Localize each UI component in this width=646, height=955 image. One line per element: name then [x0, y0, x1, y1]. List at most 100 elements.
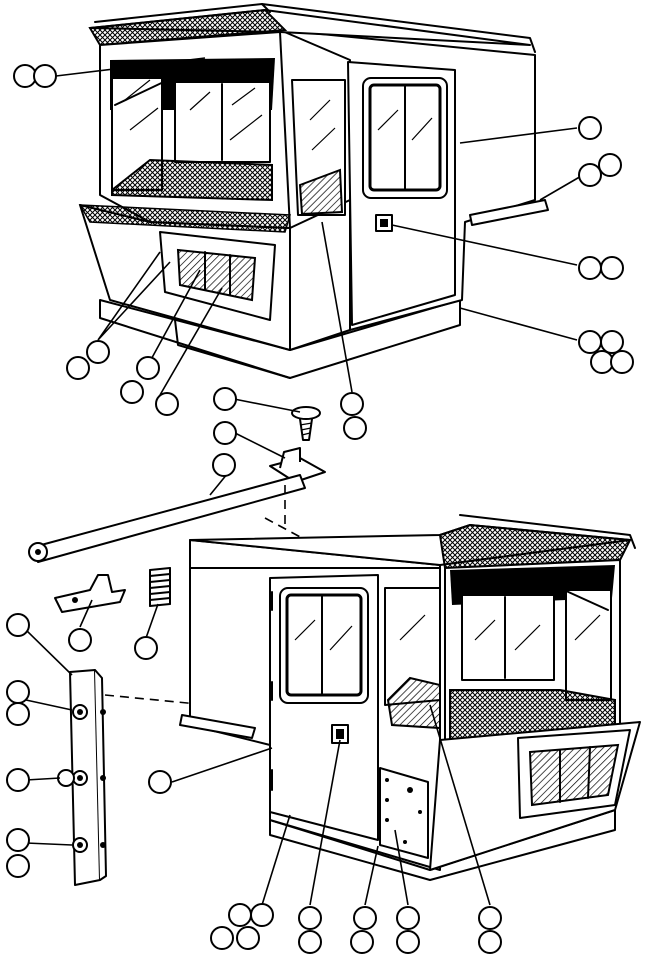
callout-c40	[396, 930, 420, 954]
callout-bubble	[213, 421, 237, 445]
callout-bubble	[578, 330, 602, 354]
support-arm-part	[28, 474, 306, 563]
access-panel	[379, 767, 429, 859]
callout-c30	[148, 770, 172, 794]
callout-bubble	[578, 256, 602, 280]
callout-bubble	[298, 930, 322, 954]
callout-c28	[6, 828, 30, 852]
callout-bubble	[590, 350, 614, 374]
callout-bubble	[236, 926, 260, 950]
callout-bubble	[578, 163, 602, 187]
callout-bubble	[478, 906, 502, 930]
hinge-strap-part	[57, 669, 107, 886]
callout-c32	[228, 903, 252, 927]
bracket-part	[269, 447, 326, 483]
callout-bubble	[33, 64, 57, 88]
callout-bubble	[6, 768, 30, 792]
callout-c03	[578, 116, 602, 140]
callout-c21	[212, 453, 236, 477]
door-window-2	[279, 587, 369, 704]
callout-c19	[213, 387, 237, 411]
callout-c12	[86, 340, 110, 364]
callout-bubble	[213, 387, 237, 411]
callout-bubble	[86, 340, 110, 364]
callout-bubble	[6, 854, 30, 878]
callout-bubble	[598, 153, 622, 177]
callout-bubble	[600, 256, 624, 280]
callout-c15	[120, 380, 144, 404]
callout-bubble	[396, 906, 420, 930]
callout-bubble	[478, 930, 502, 954]
callout-c08	[578, 330, 602, 354]
spring-part	[149, 567, 171, 607]
callout-c13	[66, 356, 90, 380]
callout-c37	[353, 906, 377, 930]
callout-c20	[213, 421, 237, 445]
callout-c07	[600, 256, 624, 280]
callout-c42	[478, 930, 502, 954]
callout-c31	[250, 903, 274, 927]
callout-bubble	[148, 770, 172, 794]
callout-bubble	[210, 926, 234, 950]
side-mount-bar	[469, 199, 549, 226]
callout-bubble	[66, 356, 90, 380]
callout-c36	[298, 930, 322, 954]
callout-bubble	[212, 453, 236, 477]
callout-bubble	[610, 350, 634, 374]
callout-c05	[598, 153, 622, 177]
callout-c24	[6, 613, 30, 637]
screw-part	[291, 406, 321, 441]
callout-bubble	[600, 330, 624, 354]
callout-c01	[13, 64, 37, 88]
wiper-arm-2	[519, 569, 609, 611]
leader-lines	[25, 57, 584, 906]
callout-c35	[298, 906, 322, 930]
callout-bubble	[155, 392, 179, 416]
callout-bubble	[6, 828, 30, 852]
wiper-arm	[114, 59, 211, 106]
callout-bubble	[13, 64, 37, 88]
callout-bubble	[353, 906, 377, 930]
callout-c09	[600, 330, 624, 354]
callout-bubble	[350, 930, 374, 954]
cab-upper-view	[78, 3, 549, 379]
callout-c39	[396, 906, 420, 930]
callout-c38	[350, 930, 374, 954]
callout-c06	[578, 256, 602, 280]
callout-c23	[134, 636, 158, 660]
side-mount-bar-2	[179, 714, 256, 739]
callout-c02	[33, 64, 57, 88]
callout-c34	[236, 926, 260, 950]
callout-bubble	[6, 702, 30, 726]
callout-c41	[478, 906, 502, 930]
callout-c04	[578, 163, 602, 187]
callout-c33	[210, 926, 234, 950]
callout-bubble	[68, 628, 92, 652]
callout-c10	[590, 350, 614, 374]
callout-c26	[6, 702, 30, 726]
callout-c14	[136, 356, 160, 380]
callout-bubble	[134, 636, 158, 660]
callout-c16	[155, 392, 179, 416]
callout-c27	[6, 768, 30, 792]
callout-c22	[68, 628, 92, 652]
callout-bubble	[396, 930, 420, 954]
callout-bubble	[228, 903, 252, 927]
callout-bubble	[6, 680, 30, 704]
callout-c29	[6, 854, 30, 878]
clip-part	[54, 574, 126, 613]
callout-c11	[610, 350, 634, 374]
cab-lower-view	[179, 514, 641, 881]
callout-bubble	[120, 380, 144, 404]
callout-bubble	[250, 903, 274, 927]
callout-c17	[340, 392, 364, 416]
callout-bubble	[6, 613, 30, 637]
callout-bubble	[298, 906, 322, 930]
dash-panel	[111, 158, 273, 202]
callout-bubble	[136, 356, 160, 380]
callout-bubble	[578, 116, 602, 140]
callout-bubble	[343, 416, 367, 440]
